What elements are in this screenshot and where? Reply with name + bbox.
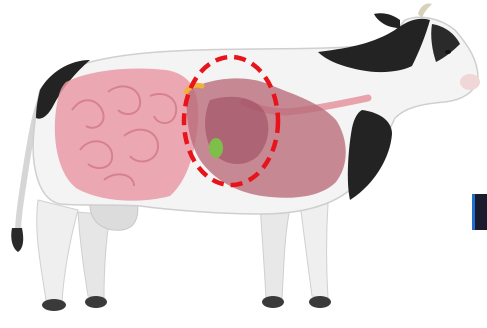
cow-leg-back-left	[37, 200, 78, 302]
cow-patch-chest	[348, 110, 392, 200]
cow-hoof	[42, 299, 66, 311]
cow-hoof	[309, 296, 331, 308]
cow-hoof	[85, 296, 107, 308]
cow-horn	[418, 3, 432, 18]
gallbladder	[209, 138, 223, 158]
cow-leg-front-right	[300, 204, 328, 298]
cow-ear	[374, 13, 400, 28]
cow-hoof	[262, 296, 284, 308]
cow-tail-tuft	[11, 228, 23, 252]
cow-muzzle	[460, 74, 480, 90]
edge-marker-accent	[472, 194, 475, 230]
cow-leg-front-left	[260, 205, 290, 298]
cow-eye	[445, 50, 451, 54]
edge-marker	[474, 194, 487, 230]
